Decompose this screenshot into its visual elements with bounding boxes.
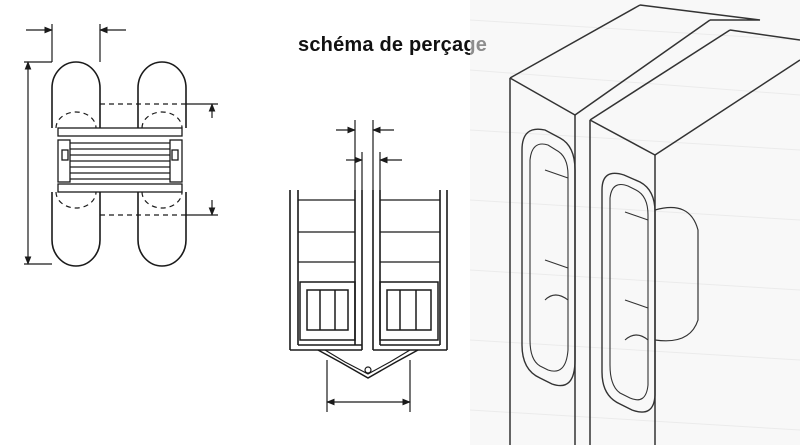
hinge-right-top-lobe — [137, 61, 187, 128]
hinge-link-plates — [57, 127, 183, 193]
frame-slot — [521, 128, 576, 387]
diagram-title: schéma de perçage — [298, 34, 488, 56]
door-frame-perspective — [509, 4, 800, 445]
door-slot — [601, 172, 656, 413]
link-plate — [317, 349, 419, 379]
hinge-right-bottom-lobe — [137, 192, 187, 267]
hinge-body-left — [299, 281, 356, 341]
hinge-left-bottom-lobe — [51, 192, 101, 267]
front-view-dimensions — [24, 24, 218, 265]
drilling-scheme — [289, 190, 448, 379]
hinge-body-right — [379, 281, 439, 341]
hinge-left-top-lobe — [51, 61, 101, 128]
hidden-pin-outlines — [55, 103, 186, 216]
drilling-dimensions — [326, 120, 411, 412]
hinge-front-view — [51, 61, 187, 267]
background-texture — [469, 0, 800, 445]
